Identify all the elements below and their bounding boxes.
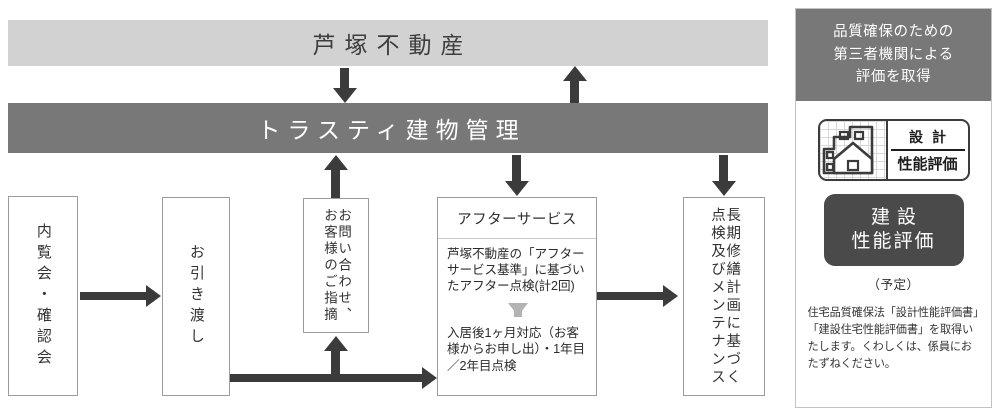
emblem-divider xyxy=(890,148,965,151)
badge-line-1: 建設 xyxy=(870,207,923,229)
banner-management-label: トラスティ建物管理 xyxy=(257,117,526,143)
badge-line-2: 性能評価 xyxy=(851,231,936,252)
flow-box-after-service[interactable]: アフターサービス 芦塚不動産の「アフターサービス基準」に基づいたアフター点検(計… xyxy=(437,197,597,396)
flow-box-choki-shuzen[interactable]: 長期修繕計画に基づく 点検及びメンテナンス xyxy=(683,197,765,396)
after-service-text-bottom: 入居後1ヶ月対応（お客様からお申し出）・1年目／2年目点検 xyxy=(447,326,586,373)
banner-management: トラスティ建物管理 xyxy=(8,103,768,153)
flow-box-hikiwatashi-label: お引き渡し xyxy=(187,244,205,349)
emblem-text-block: 設計 性能評価 xyxy=(888,121,968,179)
flow-box-toiawase-label-1: お問い合わせ、 xyxy=(336,207,352,324)
flow-box-hikiwatashi[interactable]: お引き渡し xyxy=(162,197,230,396)
evaluation-panel-header: 品質確保のための 第三者機関による 評価を取得 xyxy=(796,9,991,101)
after-service-text-top: 芦塚不動産の「アフターサービス基準」に基づいたアフター点検(計2回) xyxy=(447,247,585,294)
banner-developer-label: 芦塚不動産 xyxy=(312,32,473,58)
panel-header-line-3: 評価を取得 xyxy=(855,69,932,86)
flow-box-toiawase[interactable]: お問い合わせ、 お客様のご指摘 xyxy=(303,198,369,333)
flow-box-nairan[interactable]: 内覧会・確認会 xyxy=(8,196,78,396)
panel-header-line-2: 第三者機関による xyxy=(833,46,954,63)
flow-box-choki-label-1: 長期修繕計画に基づく xyxy=(724,206,741,387)
emblem-top-label: 設計 xyxy=(909,128,955,145)
house-outline-icon xyxy=(819,121,888,179)
evaluation-panel: 品質確保のための 第三者機関による 評価を取得 xyxy=(795,8,992,408)
after-service-title: アフターサービス xyxy=(438,198,596,239)
after-service-inner-arrow-down-icon xyxy=(447,295,588,323)
flow-box-nairan-label: 内覧会・確認会 xyxy=(34,222,52,370)
flow-box-choki-label-2: 点検及びメンテナンス xyxy=(709,206,725,387)
house-grid-icon: 設計 性能評価 xyxy=(817,119,970,181)
banner-developer: 芦塚不動産 xyxy=(8,20,768,66)
panel-fine-print: 住宅品質確保法「設計性能評価書」「建設住宅性能評価書」を取得いたします。くわしく… xyxy=(807,307,979,371)
house-shape-svg xyxy=(822,125,873,175)
panel-header-line-1: 品質確保のための xyxy=(833,24,954,41)
kensetsu-performance-badge: 建設 性能評価 xyxy=(823,194,964,266)
after-service-body: 芦塚不動産の「アフターサービス基準」に基づいたアフター点検(計2回) 入居後1ヶ… xyxy=(438,239,596,395)
flow-box-toiawase-label-2: お客様のご指摘 xyxy=(322,207,337,324)
emblem-bottom-label: 性能評価 xyxy=(897,155,958,173)
badge-status-note: （予定） xyxy=(867,278,920,292)
